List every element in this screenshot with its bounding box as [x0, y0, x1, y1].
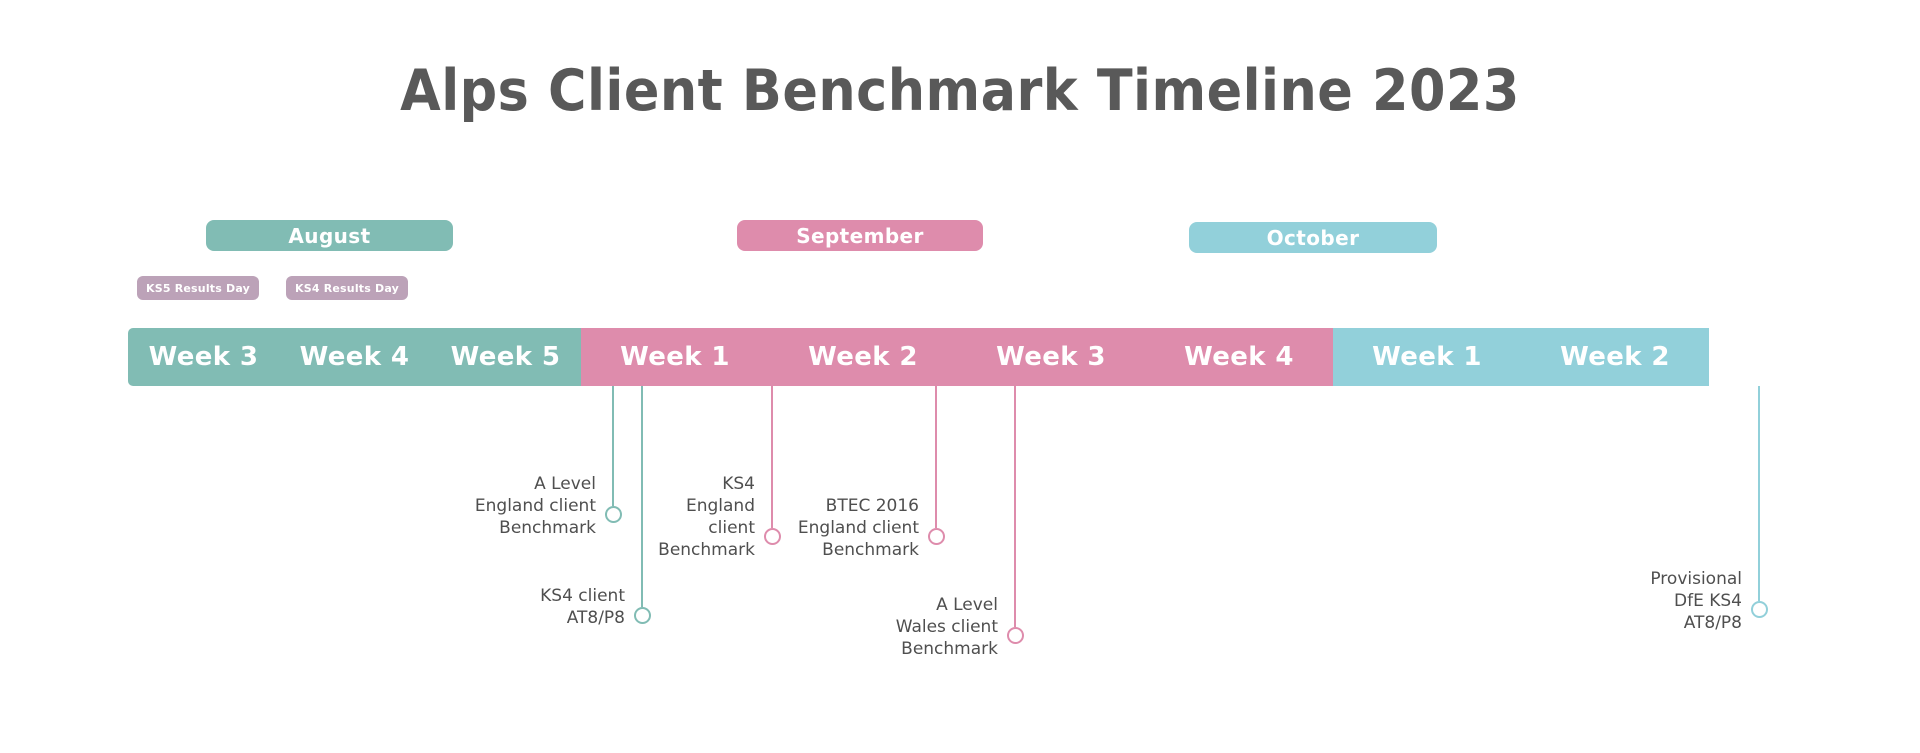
week-segment-7: Week 4 — [1145, 328, 1333, 386]
week-segment-label: Week 3 — [996, 342, 1106, 372]
week-segment-label: Week 1 — [620, 342, 730, 372]
month-pill-october: October — [1189, 222, 1437, 253]
week-segment-6: Week 3 — [957, 328, 1145, 386]
callout-5-label: A Level Wales client Benchmark — [895, 595, 998, 659]
results-day-badge-2: KS4 Results Day — [286, 276, 409, 300]
callout-6-marker-icon — [1750, 601, 1768, 618]
week-segment-8: Week 1 — [1333, 328, 1521, 386]
month-pill-label: September — [796, 223, 924, 248]
week-segment-label: Week 5 — [450, 342, 561, 372]
callout-6-label: Provisional DfE KS4 AT8/P8 — [1650, 569, 1742, 633]
week-segment-1: Week 3 — [128, 328, 279, 386]
page-title: Alps Client Benchmark Timeline 2023 — [400, 58, 1520, 124]
week-segment-3: Week 5 — [430, 328, 581, 386]
callout-3-label: KS4 England client Benchmark — [658, 474, 755, 560]
week-segment-5: Week 2 — [769, 328, 957, 386]
week-segment-label: Week 4 — [299, 342, 410, 372]
month-pill-label: August — [288, 223, 371, 248]
week-segment-2: Week 4 — [279, 328, 430, 386]
callout-4-connector-line — [935, 386, 937, 528]
callout-3-connector-line — [771, 386, 773, 528]
week-timeline-bar: Week 3 Week 4 Week 5 Week 1 Week 2 Week 3 Week… — [128, 328, 1792, 386]
results-day-badge-1: KS5 Results Day — [137, 276, 260, 300]
callout-5-marker-icon — [1006, 627, 1024, 644]
callout-2-label: KS4 client AT8/P8 — [540, 586, 625, 628]
results-day-badge-label: KS4 Results Day — [295, 281, 400, 295]
callout-6-connector-line — [1758, 386, 1760, 601]
callout-3-marker-icon — [763, 528, 781, 545]
month-pill-label: October — [1266, 225, 1360, 250]
callout-4-label: BTEC 2016 England client Benchmark — [797, 496, 919, 560]
week-segment-9: Week 2 — [1521, 328, 1709, 386]
callout-4-marker-icon — [927, 528, 945, 545]
callout-5-connector-line — [1014, 386, 1016, 627]
week-segment-label: Week 1 — [1372, 342, 1482, 372]
week-segment-label: Week 4 — [1184, 342, 1294, 372]
callout-1-marker-icon — [604, 506, 622, 523]
week-segment-4: Week 1 — [581, 328, 769, 386]
results-day-badge-label: KS5 Results Day — [146, 281, 251, 295]
callout-1-label: A Level England client Benchmark — [474, 474, 596, 538]
week-segment-label: Week 2 — [1560, 342, 1670, 372]
month-pill-august: August — [206, 220, 453, 251]
callout-2-marker-icon — [633, 607, 651, 624]
callout-1-connector-line — [612, 386, 614, 506]
week-segment-label: Week 3 — [148, 342, 259, 372]
month-pill-september: September — [737, 220, 983, 251]
week-segment-label: Week 2 — [808, 342, 918, 372]
callout-2-connector-line — [641, 386, 643, 607]
